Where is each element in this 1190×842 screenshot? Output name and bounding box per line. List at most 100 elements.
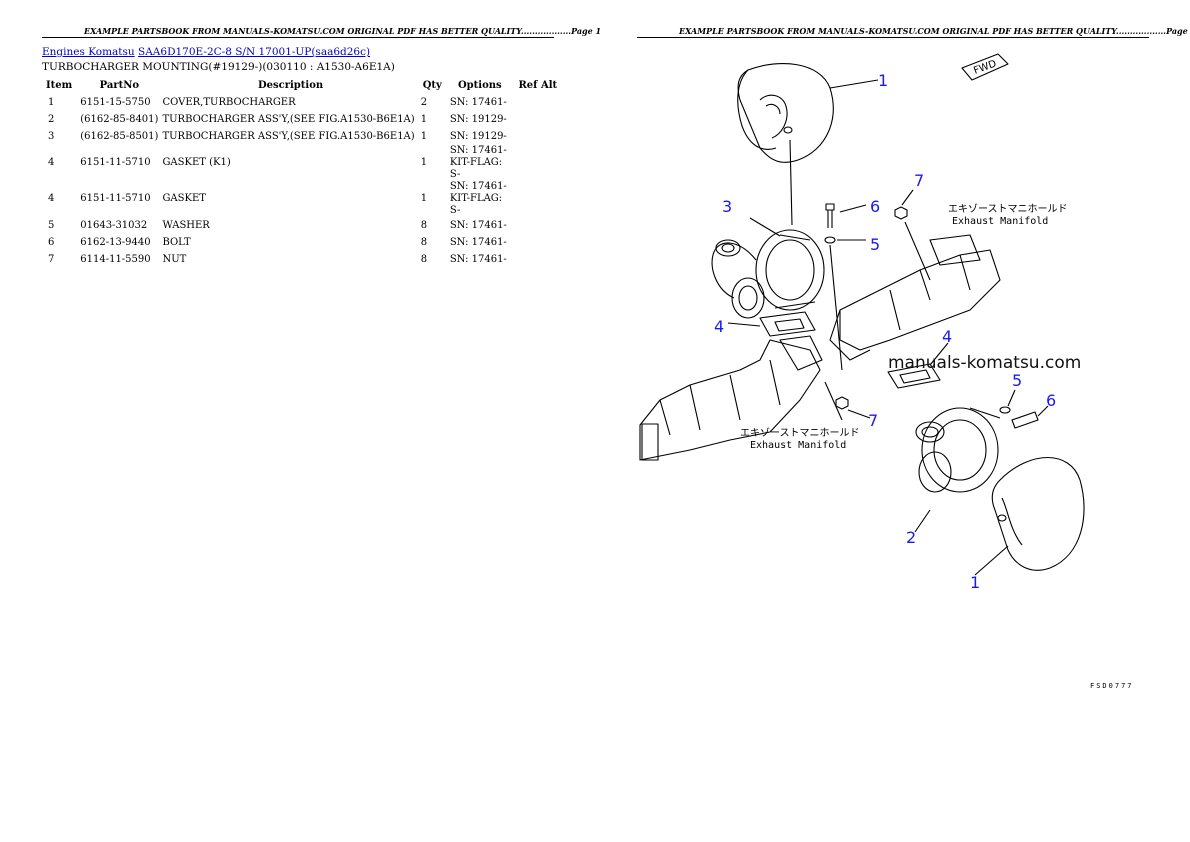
callout-4-left: 4 <box>714 317 724 336</box>
cell-description: GASKET (K1) <box>162 157 231 168</box>
page1-header: EXAMPLE PARTSBOOK FROM MANUALS-KOMATSU.C… <box>84 26 602 36</box>
page1-header-rule <box>42 37 554 38</box>
callout-7-top: 7 <box>914 171 924 190</box>
callout-1-bottom: 1 <box>970 573 980 592</box>
cell-item: 5 <box>48 219 55 231</box>
exhaust-manifold-left-drawing <box>639 335 823 461</box>
callout-3: 3 <box>722 197 732 216</box>
cell-description: TURBOCHARGER ASS'Y,(SEE FIG.A1530-B6E1A) <box>162 113 415 125</box>
callout-6-top: 6 <box>870 197 880 216</box>
cell-refalt <box>514 181 562 217</box>
turbo-cover-top-drawing <box>737 62 834 163</box>
leader-line-1-bottom <box>974 545 1009 576</box>
col-item-header: Item <box>46 79 73 91</box>
cell-options: SN: 17461- KIT-FLAG: S- <box>449 181 507 216</box>
cell-refalt <box>514 145 562 181</box>
cell-partno: 6151-15-5750 <box>80 96 151 108</box>
col-options-header: Options <box>457 79 502 91</box>
cell-description: NUT <box>162 253 187 265</box>
page2-header-rule <box>637 37 1149 38</box>
cell-partno: 01643-31032 <box>80 219 148 231</box>
leader-line-6-bottom <box>1037 405 1049 417</box>
cell-description: COVER,TURBOCHARGER <box>162 96 296 108</box>
turbocharger-3-drawing <box>711 229 825 319</box>
cell-partno: 6162-13-9440 <box>80 236 151 248</box>
breadcrumb-link-model[interactable]: SAA6D170E-2C-8 S/N 17001-UP(saa6d26c) <box>138 46 371 58</box>
cell-refalt <box>514 94 562 111</box>
cell-description: TURBOCHARGER ASS'Y,(SEE FIG.A1530-B6E1A) <box>162 130 415 142</box>
cell-item: 6 <box>48 236 55 248</box>
cell-qty: 1 <box>420 113 428 125</box>
manifold-label-jp-top: エキゾーストマニホールド <box>948 203 1068 215</box>
table-row: 7 6114-11-5590 NUT 8 SN: 17461- <box>42 251 562 268</box>
leader-line-4-right <box>929 342 949 366</box>
callout-6-bottom: 6 <box>1046 391 1056 410</box>
col-partno-header: PartNo <box>99 79 140 91</box>
cell-item: 3 <box>48 130 55 142</box>
cell-qty: 1 <box>420 130 428 142</box>
cell-item: 7 <box>48 253 55 265</box>
col-description-header: Description <box>257 79 324 91</box>
cell-partno: (6162-85-8501) <box>80 130 159 142</box>
table-row: 5 01643-31032 WASHER 8 SN: 17461- <box>42 217 562 234</box>
cell-qty: 1 <box>420 193 428 204</box>
manifold-label-en-bottom: Exhaust Manifold <box>750 440 846 451</box>
table-header-row: Item PartNo Description Qty Options Ref … <box>42 76 562 94</box>
washer-lower-drawing <box>999 406 1011 414</box>
cell-description: WASHER <box>162 219 210 231</box>
manifold-label-en-top: Exhaust Manifold <box>952 216 1048 227</box>
gasket-right-drawing <box>887 363 941 389</box>
cell-refalt <box>514 111 562 128</box>
col-refalt-header: Ref Alt <box>518 79 558 91</box>
cell-item: 4 <box>48 157 55 168</box>
manifold-label-jp-bottom: エキゾーストマニホールド <box>740 427 860 439</box>
nut-upper-drawing <box>894 206 908 220</box>
cell-options: SN: 17461- KIT-FLAG: S- <box>449 145 507 180</box>
cell-partno: (6162-85-8401) <box>80 113 159 125</box>
cell-qty: 8 <box>420 253 428 265</box>
gasket-left-drawing <box>759 311 816 337</box>
turbocharger-2-drawing <box>915 407 1001 493</box>
callout-5-bottom: 5 <box>1012 371 1022 390</box>
cell-partno: 6151-11-5710 <box>80 157 151 168</box>
section-title: TURBOCHARGER MOUNTING(#19129-)(030110 : … <box>42 61 395 73</box>
cell-options: SN: 17461- <box>449 253 507 265</box>
cell-refalt <box>514 234 562 251</box>
turbo-cover-bottom-drawing <box>991 457 1085 571</box>
leader-manifold-to-nut <box>824 381 843 421</box>
col-qty-header: Qty <box>422 79 442 91</box>
table-row: 4 6151-11-5710 GASKET (K1) 1 SN: 17461- … <box>42 145 562 181</box>
cell-options: SN: 19129- <box>449 113 507 125</box>
callout-4-right: 4 <box>942 327 952 346</box>
cell-description: BOLT <box>162 236 191 248</box>
leader-line-4-left <box>727 322 761 327</box>
leader-line-7-top <box>901 189 914 206</box>
cell-refalt <box>514 217 562 234</box>
cell-partno: 6151-11-5710 <box>80 193 151 204</box>
breadcrumb-link-engines[interactable]: Engines Komatsu <box>42 46 135 58</box>
watermark: manuals-komatsu.com <box>888 353 1081 373</box>
cell-qty: 8 <box>420 219 428 231</box>
cell-description: GASKET <box>162 193 206 204</box>
leader-line-3 <box>749 217 781 237</box>
callout-2: 2 <box>906 528 916 547</box>
bolt-lower-drawing <box>1011 411 1039 429</box>
cell-options: SN: 17461- <box>449 236 507 248</box>
callout-7-bottom: 7 <box>868 411 878 430</box>
exhaust-manifold-right-drawing <box>829 234 1001 361</box>
leader-line-2 <box>914 509 931 533</box>
table-row: 1 6151-15-5750 COVER,TURBOCHARGER 2 SN: … <box>42 94 562 111</box>
leader-cover-to-turbo <box>789 139 793 226</box>
table-row: 2 (6162-85-8401) TURBOCHARGER ASS'Y,(SEE… <box>42 111 562 128</box>
page2-header: EXAMPLE PARTSBOOK FROM MANUALS-KOMATSU.C… <box>679 26 1190 36</box>
breadcrumb: Engines Komatsu SAA6D170E-2C-8 S/N 17001… <box>42 46 370 58</box>
table-row: 3 (6162-85-8501) TURBOCHARGER ASS'Y,(SEE… <box>42 128 562 145</box>
parts-table: Item PartNo Description Qty Options Ref … <box>42 76 562 268</box>
exploded-parts-diagram: FWD 1 3 6 5 7 4 7 4 5 6 2 1 エキゾーストマニホールド… <box>639 53 1085 592</box>
cell-qty: 1 <box>420 157 428 168</box>
table-row: 6 6162-13-9440 BOLT 8 SN: 17461- <box>42 234 562 251</box>
leader-nut-to-manifold <box>904 221 931 281</box>
callout-5-top: 5 <box>870 235 880 254</box>
cell-options: SN: 17461- <box>449 96 507 108</box>
cell-refalt <box>514 128 562 145</box>
